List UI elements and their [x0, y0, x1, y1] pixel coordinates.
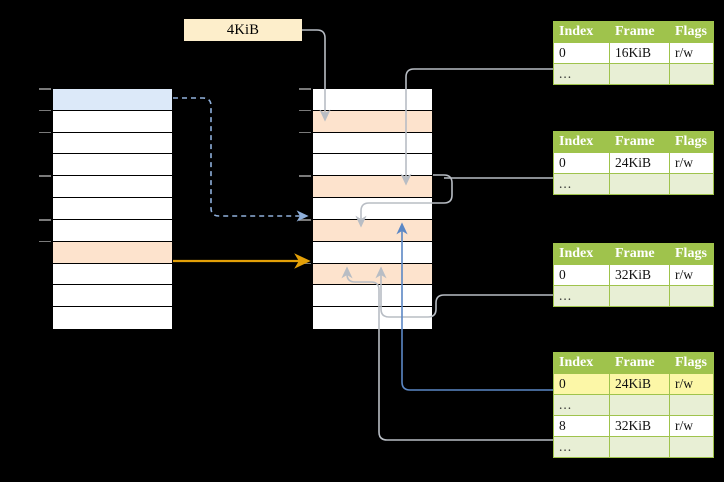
page-table-level-4-r0-flags: r/w — [669, 373, 714, 395]
line-vpage1-to-frame7 — [173, 97, 309, 222]
page-table-level-2-r1-index: ... — [553, 173, 610, 195]
page-table-level-3-row-1: ... — [553, 285, 714, 307]
page-table-level-2-header-flags: Flags — [669, 131, 714, 153]
page-table-level-1-r0-index: 0 — [553, 42, 610, 64]
physical-frame-tick-8 — [299, 262, 311, 265]
virtual-page-tick-1 — [39, 109, 51, 112]
physical-frame-tick-1 — [299, 109, 311, 112]
physical-memory-column — [299, 88, 433, 330]
page-table-level-2-r1-frame — [609, 173, 670, 195]
virtual-page-tick-7 — [39, 240, 51, 243]
virtual-page-row-4 — [52, 175, 173, 199]
virtual-page-row-1 — [52, 109, 173, 134]
page-table-level-2-r0-index: 0 — [553, 152, 610, 174]
page-table-level-4-r1-index: ... — [553, 394, 610, 416]
page-table-level-4-r1-frame — [609, 394, 670, 416]
virtual-page-row-10 — [52, 306, 173, 330]
virtual-address-space-column — [39, 88, 173, 330]
page-table-level-2-header-index: Index — [553, 131, 610, 153]
virtual-page-row-2 — [52, 131, 173, 156]
physical-frame-row-3 — [312, 153, 433, 177]
page-table-level-4-r0-index: 0 — [553, 373, 610, 395]
page-table-level-4-r2-index: 8 — [553, 415, 610, 437]
page-table-level-4-r0-frame: 24KiB — [609, 373, 670, 395]
virtual-page-tick-4 — [39, 175, 51, 177]
page-table-level-1-header-frame: Frame — [609, 21, 670, 43]
page-table-level-1-r1-index: ... — [553, 63, 610, 85]
physical-frame-row-0 — [312, 88, 433, 112]
physical-frame-tick-4 — [299, 175, 311, 177]
virtual-page-row-5 — [52, 197, 173, 221]
virtual-page-tick-6 — [39, 218, 51, 221]
virtual-page-row-9 — [52, 284, 173, 308]
page-table-level-4-row-3: ... — [553, 436, 714, 458]
virtual-page-tick-0 — [39, 88, 51, 90]
page-table-level-3-header-flags: Flags — [669, 243, 714, 265]
physical-frame-row-9 — [312, 284, 433, 308]
page-table-level-4-r2-frame: 32KiB — [609, 415, 670, 437]
page-table-level-2-row-1: ... — [553, 173, 714, 195]
physical-frame-tick-0 — [299, 88, 311, 90]
page-table-level-4-header-frame: Frame — [609, 352, 670, 374]
virtual-page-row-6 — [52, 218, 173, 243]
page-table-level-3-r1-flags — [669, 285, 714, 307]
page-table-level-3-r0-flags: r/w — [669, 264, 714, 286]
page-table-level-4-header-index: Index — [553, 352, 610, 374]
page-table-level-4-header-flags: Flags — [669, 352, 714, 374]
page-table-level-3-r1-frame — [609, 285, 670, 307]
physical-frame-row-2 — [312, 131, 433, 156]
page-table-level-3-r0-index: 0 — [553, 264, 610, 286]
page-table-level-3-r1-index: ... — [553, 285, 610, 307]
page-table-level-3-header-index: Index — [553, 243, 610, 265]
page-table-level-1-row-1: ... — [553, 63, 714, 85]
page-table-level-3-header-frame: Frame — [609, 243, 670, 265]
page-table-level-2-header-frame: Frame — [609, 131, 670, 153]
page-table-level-1-r0-frame: 16KiB — [609, 42, 670, 64]
page-table-level-4-r1-flags — [669, 394, 714, 416]
page-table-level-4-r3-frame — [609, 436, 670, 458]
physical-frame-row-4 — [312, 175, 433, 199]
page-table-level-3-r0-frame: 32KiB — [609, 264, 670, 286]
page-table-level-1-r0-flags: r/w — [669, 42, 714, 64]
physical-frame-tick-2 — [299, 131, 311, 134]
virtual-page-row-3 — [52, 153, 173, 177]
physical-frame-row-8 — [312, 262, 433, 286]
page-table-level-4-r3-flags — [669, 436, 714, 458]
physical-frame-row-10 — [312, 306, 433, 330]
physical-frame-row-6 — [312, 218, 433, 243]
page-table-level-4-r3-index: ... — [553, 436, 610, 458]
physical-frame-tick-6 — [299, 218, 311, 221]
physical-frame-row-7 — [312, 240, 433, 265]
page-table-level-2-r0-flags: r/w — [669, 152, 714, 174]
size-label-text: 4KiB — [226, 21, 260, 38]
page-table-level-4-r2-flags: r/w — [669, 415, 714, 437]
virtual-page-row-8 — [52, 262, 173, 286]
physical-frame-row-5 — [312, 197, 433, 221]
page-table-level-2-r1-flags — [669, 173, 714, 195]
page-table-level-1-r1-flags — [669, 63, 714, 85]
page-table-level-4-row-1: ... — [553, 394, 714, 416]
virtual-page-row-7 — [52, 240, 173, 265]
page-table-level-1-header-flags: Flags — [669, 21, 714, 43]
size-label-4kib: 4KiB — [184, 19, 302, 41]
physical-frame-row-1 — [312, 109, 433, 134]
page-table-level-2-r0-frame: 24KiB — [609, 152, 670, 174]
virtual-page-tick-2 — [39, 131, 51, 134]
page-table-level-1-r1-frame — [609, 63, 670, 85]
page-table-level-1-header-index: Index — [553, 21, 610, 43]
virtual-page-row-0 — [52, 88, 173, 112]
